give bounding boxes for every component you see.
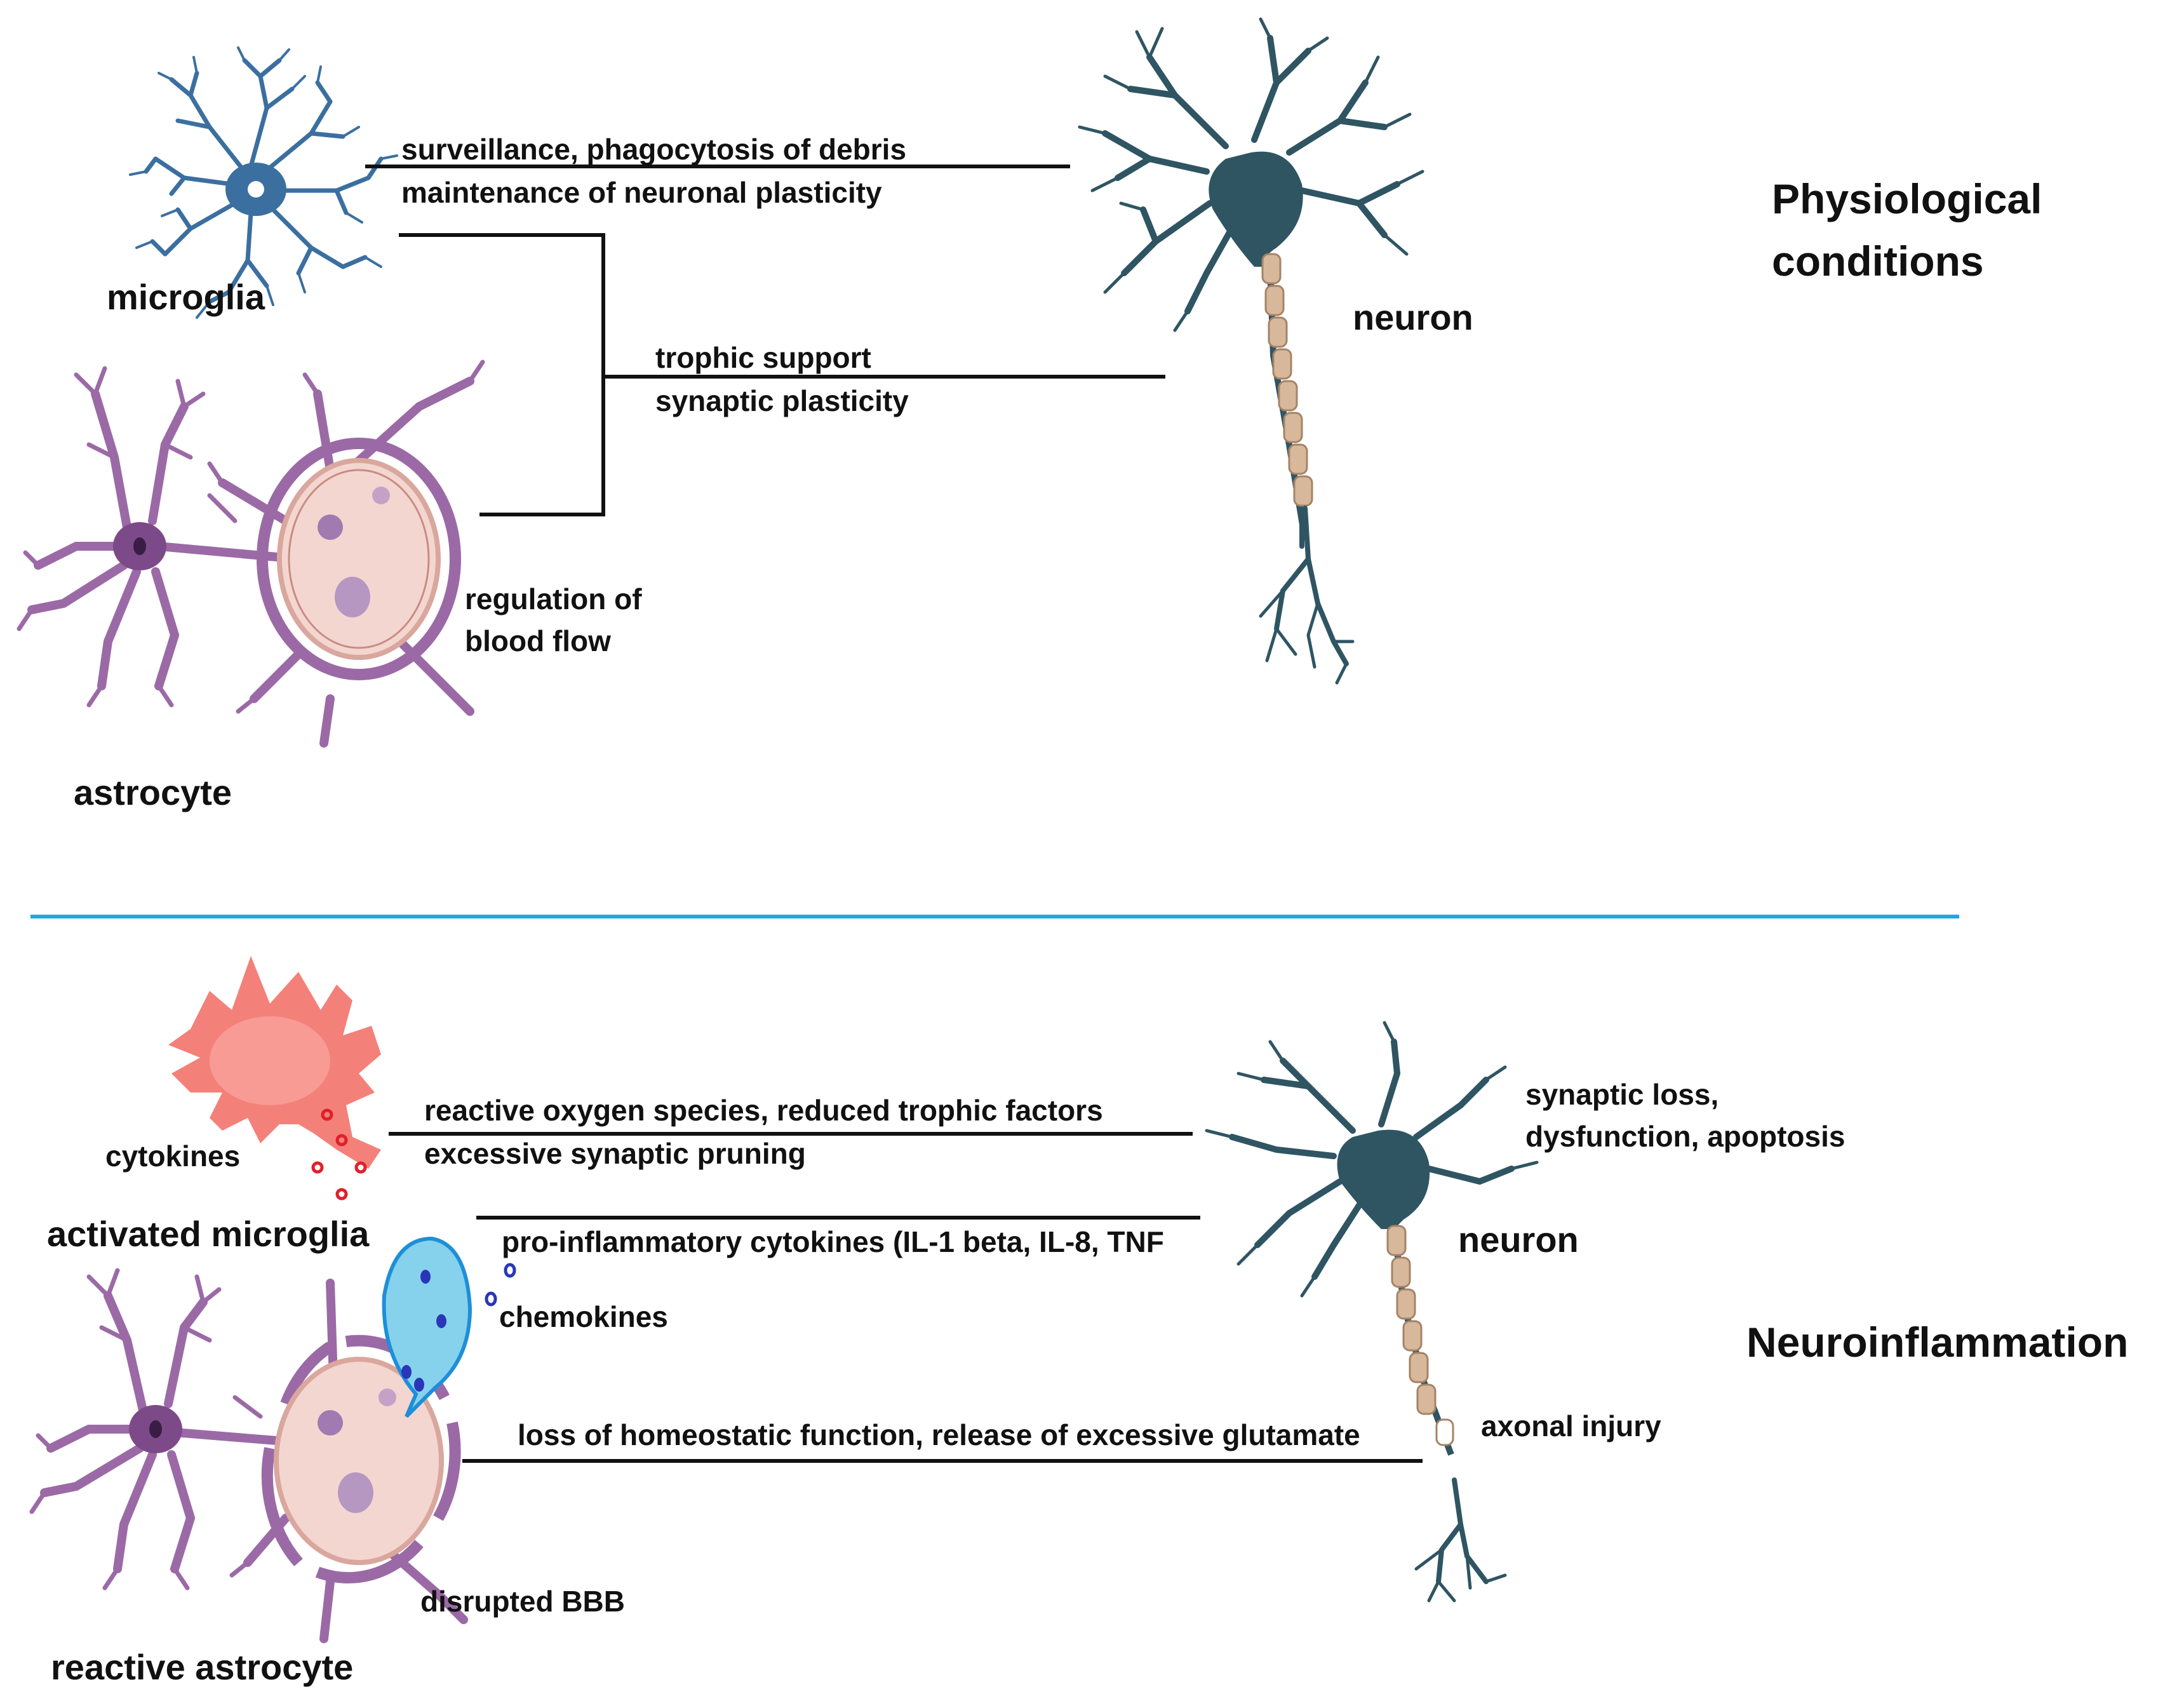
- microglia-neuron-effect-2: maintenance of neuronal plasticity: [401, 176, 882, 209]
- astrocyte-neuron-damage: loss of homeostatic function, release of…: [518, 1418, 1360, 1451]
- reactive-astrocyte-icon: [29, 1236, 516, 1643]
- damaged-neuron-icon: [1205, 1021, 1539, 1603]
- neuron-label: neuron: [1353, 297, 1473, 337]
- vessel-note-2: blood flow: [465, 624, 611, 657]
- activated-microglia-icon: [168, 956, 381, 1200]
- section-title-physiological-line2: conditions: [1772, 238, 1984, 285]
- activated-microglia-label: activated microglia: [47, 1214, 370, 1254]
- cytokines-label: cytokines: [105, 1140, 241, 1173]
- glia-neuron-effect-2: synaptic plasticity: [655, 384, 909, 417]
- neuron-outcome-1: synaptic loss,: [1525, 1078, 1719, 1111]
- resting-microglia-icon: [129, 46, 398, 319]
- disrupted-bbb-note: disrupted BBB: [420, 1585, 625, 1618]
- reactive-astrocyte-label: reactive astrocyte: [51, 1647, 354, 1687]
- astrocyte-icon: [17, 360, 485, 748]
- cytokine-line-label: pro-inflammatory cytokines (IL-1 beta, I…: [502, 1225, 1164, 1258]
- section-title-physiological-line1: Physiological: [1772, 175, 2042, 222]
- astrocyte-label: astrocyte: [74, 772, 232, 812]
- microglia-neuron-effect-1: surveillance, phagocytosis of debris: [401, 133, 907, 166]
- chemokines-label: chemokines: [499, 1300, 668, 1333]
- healthy-neuron-icon: [1078, 17, 1424, 685]
- neuron-outcome-2: dysfunction, apoptosis: [1525, 1120, 1846, 1153]
- bottom-connector-lines: [389, 1132, 1423, 1463]
- neuron-label-inflamed: neuron: [1458, 1220, 1579, 1260]
- glia-neuron-effect-1: trophic support: [655, 341, 871, 374]
- section-title-neuroinflammation: Neuroinflammation: [1746, 1319, 2129, 1366]
- vessel-note-1: regulation of: [465, 582, 642, 615]
- axonal-injury-note: axonal injury: [1481, 1409, 1661, 1442]
- microglia-label: microglia: [107, 277, 265, 317]
- microglia-neuron-damage-1: reactive oxygen species, reduced trophic…: [424, 1094, 1103, 1127]
- microglia-neuron-damage-2: excessive synaptic pruning: [424, 1137, 806, 1170]
- top-connector-lines: [365, 165, 1165, 516]
